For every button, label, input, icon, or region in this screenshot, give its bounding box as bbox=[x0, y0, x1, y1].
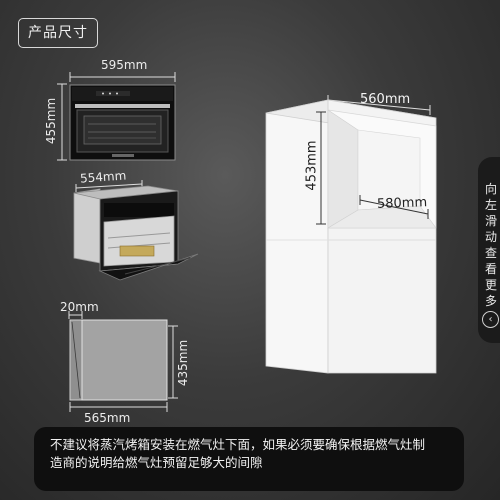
oven-angled-view bbox=[73, 180, 199, 281]
swipe-hint-char: 左 bbox=[484, 198, 497, 212]
swipe-hint-char: 多 bbox=[484, 294, 497, 308]
chevron-left-icon[interactable]: ‹ bbox=[482, 311, 499, 328]
installation-notice: 不建议将蒸汽烤箱安装在燃气灶下面，如果必须要确保根据燃气灶制 造商的说明给燃气灶… bbox=[34, 427, 464, 491]
section-height-label: 435mm bbox=[176, 339, 191, 387]
oven-width-label: 595mm bbox=[101, 58, 148, 72]
swipe-hint-char: 滑 bbox=[484, 214, 497, 228]
notice-line-1: 不建议将蒸汽烤箱安装在燃气灶下面，如果必须要确保根据燃气灶制 bbox=[50, 437, 426, 452]
swipe-hint-char: 更 bbox=[484, 278, 497, 292]
page-title: 产品尺寸 bbox=[18, 18, 98, 48]
swipe-hint-char: 看 bbox=[484, 262, 497, 276]
cabinet-width-label: 560mm bbox=[360, 92, 411, 107]
top-gap-label: 20mm bbox=[60, 300, 99, 314]
swipe-hint-char: 查 bbox=[484, 246, 497, 260]
oven-front-view bbox=[57, 72, 176, 161]
cross-section-view bbox=[68, 311, 178, 412]
notice-line-2: 造商的说明给燃气灶预留足够大的间隙 bbox=[50, 455, 263, 470]
cabinet-height-label: 453mm bbox=[304, 140, 320, 191]
cabinet-view bbox=[265, 95, 437, 374]
swipe-hint-char: 动 bbox=[484, 230, 497, 244]
oven-height-label: 455mm bbox=[44, 97, 59, 145]
swipe-hint-char: 向 bbox=[484, 182, 497, 196]
cabinet-depth-label: 580mm bbox=[376, 195, 428, 212]
swipe-more-tab[interactable] bbox=[478, 157, 500, 343]
section-depth-label: 565mm bbox=[84, 411, 131, 425]
